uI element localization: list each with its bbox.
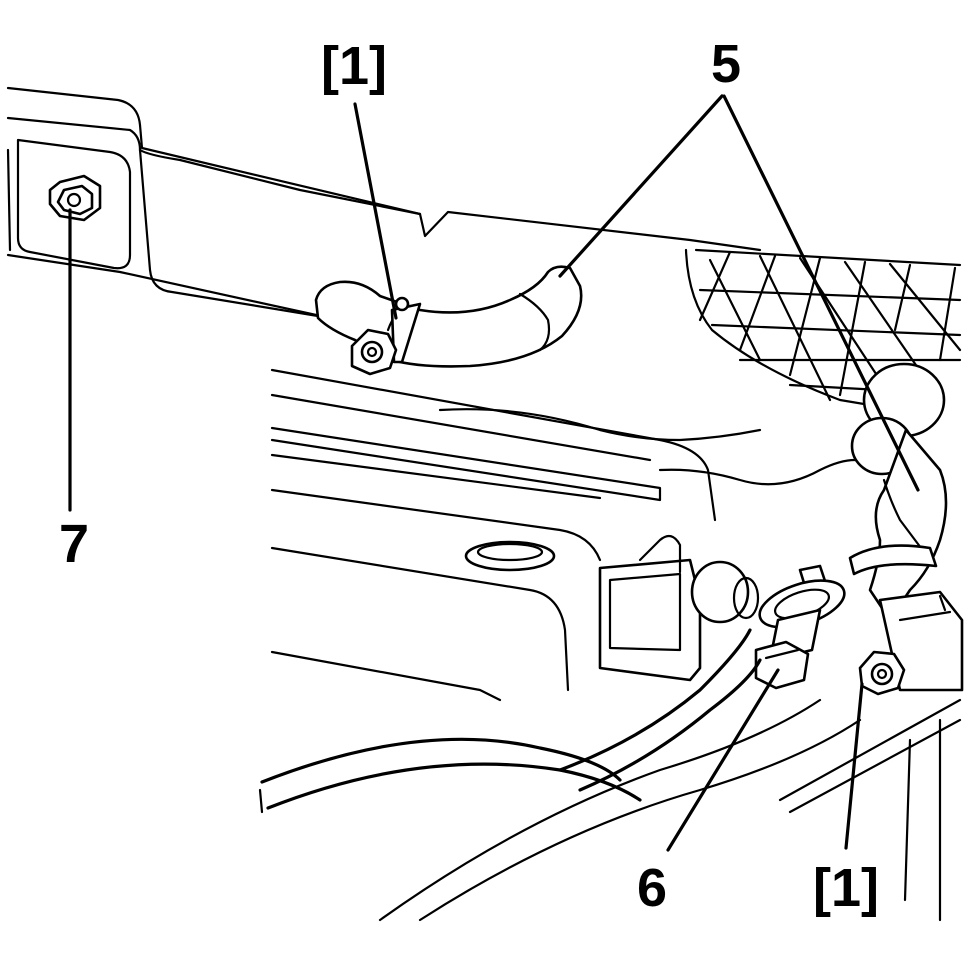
callout-union-bolt: 6 — [637, 858, 667, 918]
engine-cover — [270, 368, 882, 702]
callout-hose: 5 — [711, 34, 741, 94]
leader-hose-b — [722, 94, 920, 492]
radiator-grille — [684, 248, 962, 412]
leader-clamp-top — [353, 102, 398, 320]
callout-clamp-top: [1] — [321, 36, 387, 96]
leader-clamp-bottom — [844, 682, 864, 850]
intake-connector — [598, 534, 760, 682]
mount-bolt — [48, 174, 102, 222]
lower-pipes — [258, 628, 962, 922]
leader-lines — [68, 94, 920, 852]
leader-hose-a — [558, 94, 724, 278]
hose-clamp-upper — [350, 296, 422, 376]
callout-clamp-bottom: [1] — [813, 858, 879, 918]
hose-clamp-lower — [858, 650, 906, 696]
union-bolt-6 — [754, 564, 846, 690]
body-panel — [6, 86, 762, 320]
coolant-hose-right — [848, 362, 964, 692]
callout-mount-bolt: 7 — [59, 514, 89, 574]
leader-union-bolt — [666, 668, 780, 852]
